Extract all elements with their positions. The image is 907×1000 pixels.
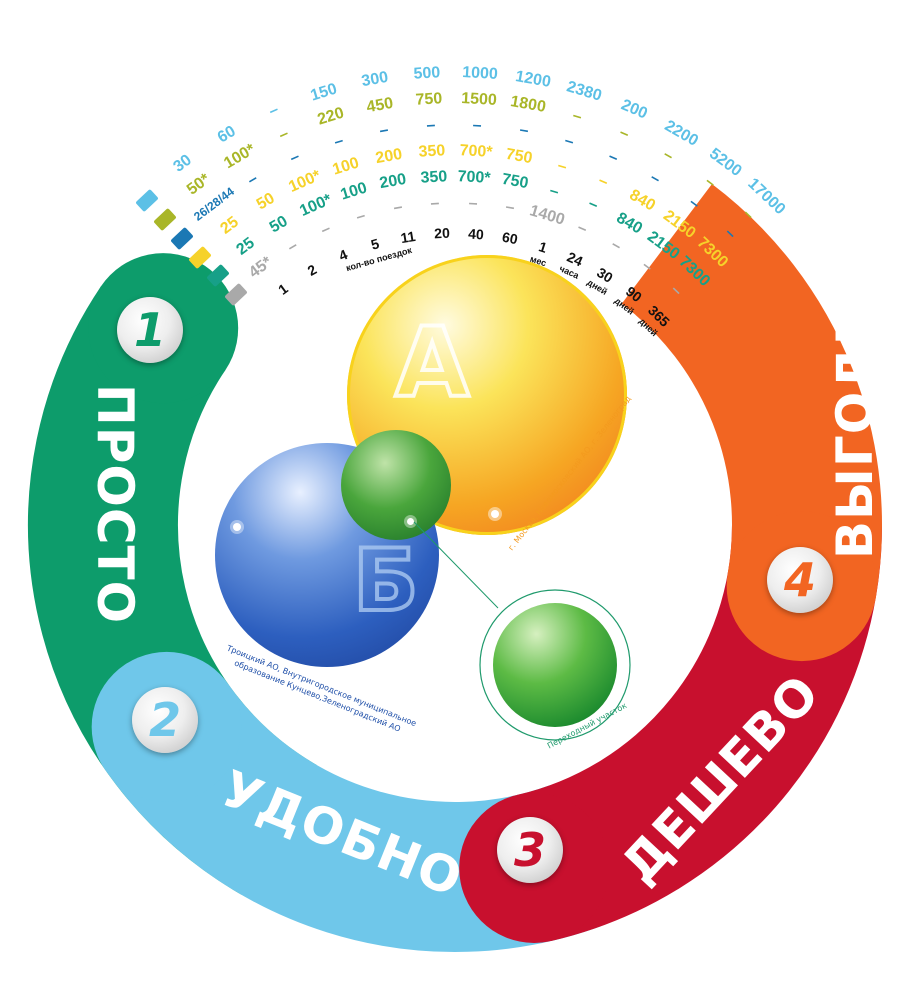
zone-overlap-sphere	[341, 430, 451, 540]
zone-a-marker-icon	[491, 510, 499, 518]
step-1-badge: 1	[117, 297, 183, 363]
step-4-badge: 4	[767, 547, 833, 613]
zone-b-letter: Б	[351, 529, 421, 633]
band-label-simple: ПРОСТО	[86, 383, 145, 625]
step-2-badge: 2	[132, 687, 198, 753]
band-label-profitable: ВЫГОДНО	[826, 258, 885, 560]
transition-sphere	[493, 603, 617, 727]
step-3-badge: 3	[497, 817, 563, 883]
zone-a-letter: А	[393, 305, 471, 421]
zone-b-sphere: Б	[215, 443, 439, 667]
zone-b-marker-icon	[233, 523, 241, 531]
overlap-marker-icon	[407, 518, 414, 525]
